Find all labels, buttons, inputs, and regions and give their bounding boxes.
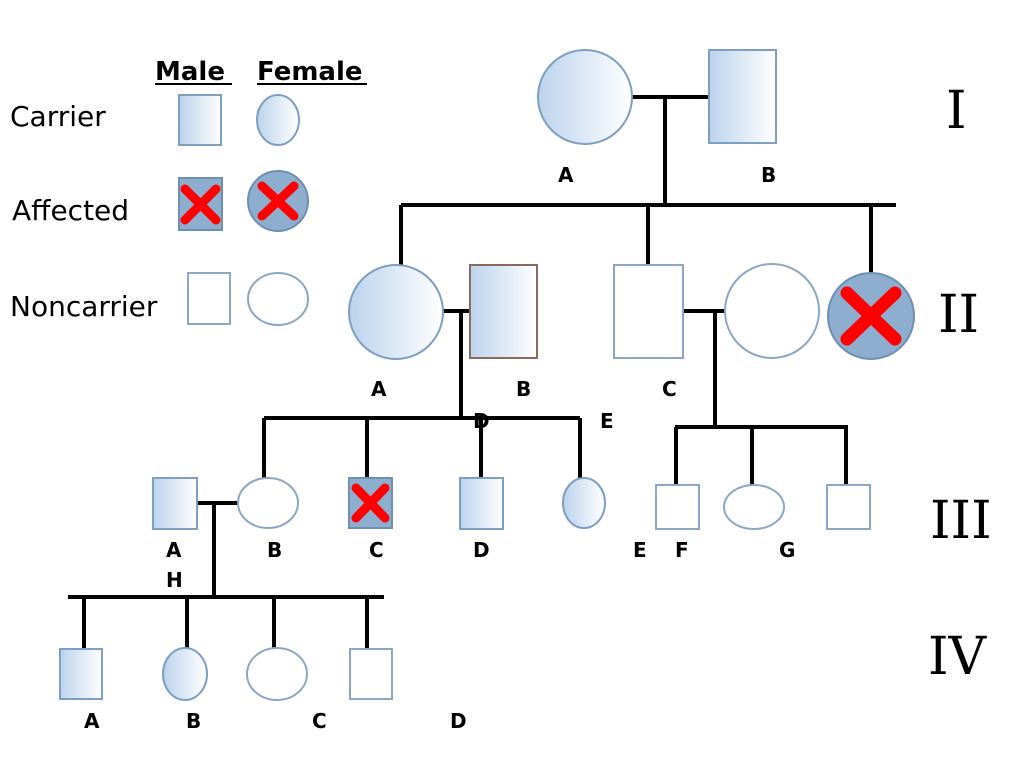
generation-labels: I II III IV [928, 81, 992, 687]
gen2-b-male-carrier [469, 264, 538, 359]
generation-1: A B [537, 49, 777, 187]
gen4-b-female-carrier [162, 647, 208, 701]
pedigree-lines [68, 95, 896, 649]
gen3-a-male-carrier [152, 477, 198, 530]
legend-noncarrier-male-symbol [187, 272, 231, 325]
gen3-f-label: F [675, 538, 689, 562]
gen1-b-male-carrier [708, 49, 777, 144]
legend-carrier-label: Carrier [10, 100, 106, 133]
gen2-c-label: C [662, 377, 677, 401]
generation-label-2: II [938, 285, 979, 345]
gen1-a-label: A [558, 163, 574, 187]
gen3-e-label: E [633, 538, 647, 562]
gen2-b-label: B [516, 377, 531, 401]
gen3-b-female-noncarrier [237, 477, 299, 529]
legend-affected-label: Affected [12, 194, 129, 227]
legend-affected-female-cross-icon [257, 181, 299, 221]
generation-label-1: I [946, 81, 967, 141]
gen2-affected-cross-icon [840, 286, 902, 346]
generation-4: A B C D [59, 647, 467, 733]
legend-male-header: Male [155, 57, 225, 87]
legend-noncarrier-label: Noncarrier [10, 290, 158, 323]
gen1-b-label: B [761, 163, 776, 187]
gen3-d-male-carrier [459, 477, 504, 530]
gen3-a-label: A [166, 538, 182, 562]
legend-female-header: Female [257, 57, 363, 87]
gen2-c-male-noncarrier [613, 264, 684, 359]
legend-noncarrier-female-symbol [247, 272, 309, 326]
gen2-a-female-carrier [348, 264, 444, 360]
gen3-f-male-noncarrier [655, 484, 700, 530]
gen2-a-label: A [371, 377, 387, 401]
legend-carrier-female-symbol [256, 94, 300, 146]
gen2-stray-d-label: D [473, 409, 490, 433]
gen1-a-female-carrier [537, 49, 633, 145]
generation-2: A B C D E [348, 263, 915, 433]
gen3-b-label: B [267, 538, 282, 562]
gen4-d-male-noncarrier [349, 648, 393, 700]
gen3-g-label: G [779, 538, 795, 562]
generation-label-4: IV [928, 627, 988, 687]
gen3-d-label: D [473, 538, 490, 562]
generation-3: A H B C D E F G [152, 477, 871, 592]
gen3-c-cross-icon [351, 483, 390, 523]
gen4-c-label: C [312, 709, 327, 733]
gen3-g-female-noncarrier [723, 484, 785, 530]
gen4-b-label: B [186, 709, 201, 733]
gen4-d-label: D [450, 709, 467, 733]
gen3-c-label: C [369, 538, 384, 562]
gen2-stray-e-label: E [600, 409, 614, 433]
gen2-female-noncarrier [724, 263, 820, 359]
legend-carrier-male-symbol [178, 94, 222, 146]
gen4-a-male-carrier [59, 648, 103, 700]
gen3-e-female-carrier [562, 477, 606, 529]
gen3-h-male-noncarrier [826, 484, 871, 530]
gen4-c-female-noncarrier [246, 647, 308, 701]
gen4-a-label: A [84, 709, 100, 733]
gen3-h-label: H [166, 568, 183, 592]
legend: Male Female Carrier Affected Noncarrier [10, 57, 367, 326]
generation-label-3: III [930, 491, 992, 551]
legend-affected-male-cross-icon [180, 184, 221, 225]
